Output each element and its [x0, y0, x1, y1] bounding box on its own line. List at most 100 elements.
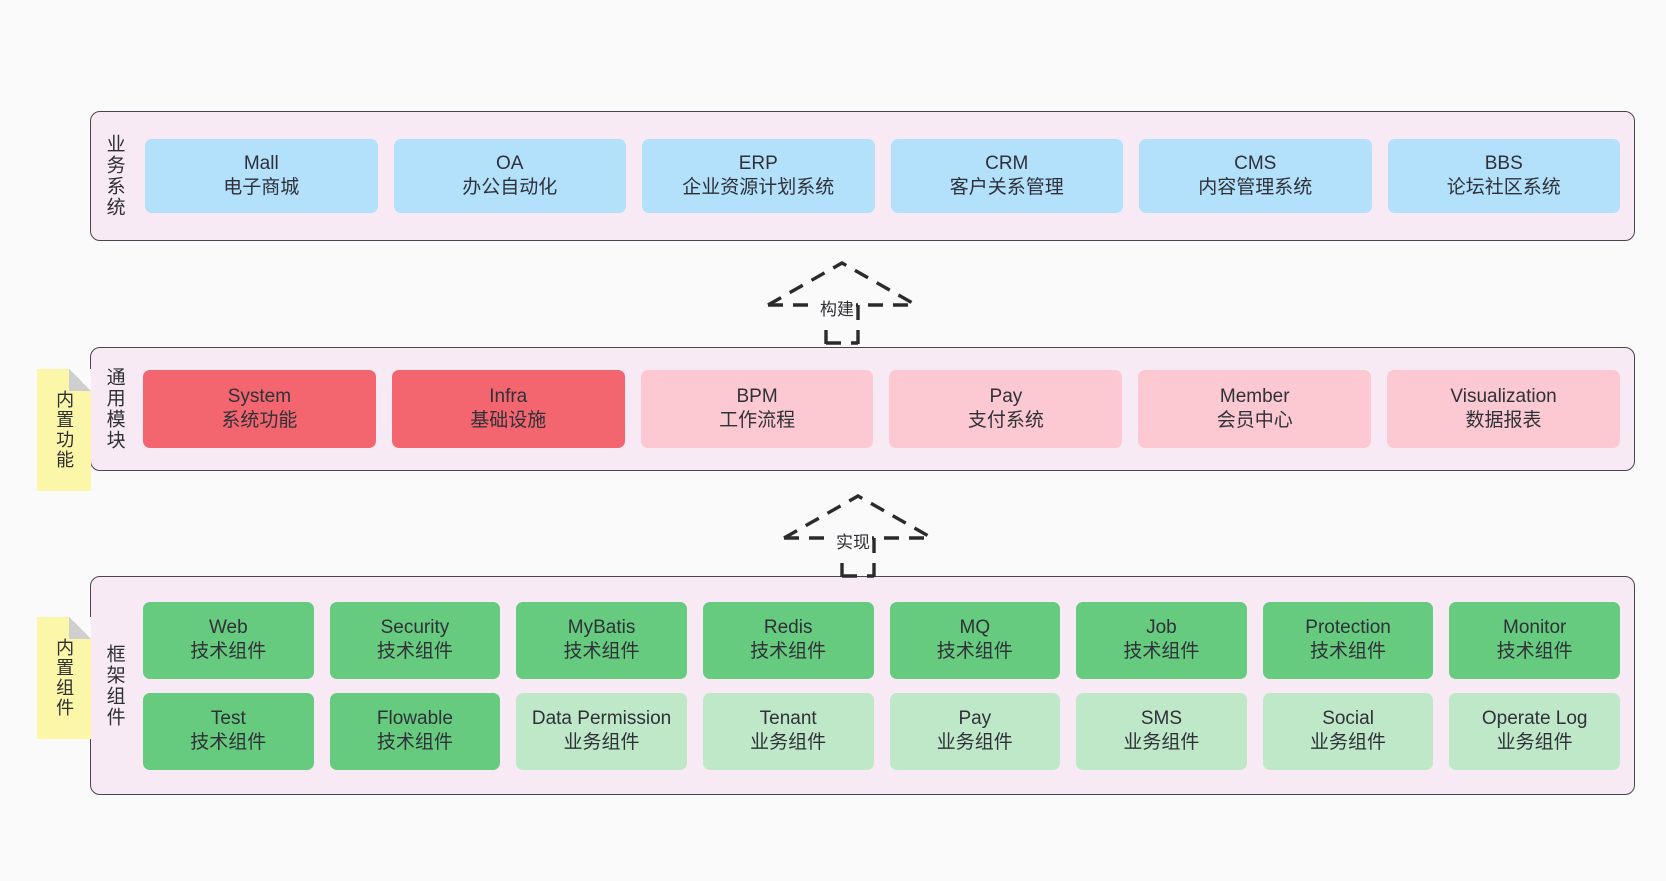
cell-subtitle: 技术组件: [376, 732, 453, 753]
cell-title: Infra: [489, 386, 528, 408]
layer-body-framework: Web 技术组件 Security 技术组件 MyBatis 技术组件 Redi…: [137, 577, 1634, 794]
layer-framework-components: 框架组件 Web 技术组件 Security 技术组件 MyBatis 技术组件…: [90, 576, 1635, 795]
cell-title: Visualization: [1450, 386, 1557, 408]
cell-title: Web: [208, 617, 248, 639]
component-cell-pay[interactable]: Pay 业务组件: [889, 692, 1061, 770]
cell-subtitle: 内容管理系统: [1198, 177, 1313, 198]
component-cell-redis[interactable]: Redis 技术组件: [702, 601, 874, 679]
cell-title: Flowable: [376, 708, 453, 730]
cell-title: CMS: [1234, 153, 1277, 175]
component-cell-data-permission[interactable]: Data Permission 业务组件: [516, 692, 687, 770]
layer-common-modules: 通用模块 System 系统功能 Infra 基础设施 BPM 工作流程 Pay…: [90, 347, 1635, 471]
component-cell-flowable[interactable]: Flowable 技术组件: [329, 692, 501, 770]
cell-title: MyBatis: [567, 617, 636, 639]
cell-subtitle: 企业资源计划系统: [682, 177, 835, 198]
cell-subtitle: 技术组件: [936, 641, 1013, 662]
cell-title: MQ: [959, 617, 991, 639]
cell-subtitle: 电子商城: [223, 177, 300, 198]
business-cell-crm[interactable]: CRM 客户关系管理: [890, 139, 1123, 213]
cell-subtitle: 技术组件: [190, 732, 267, 753]
cell-title: Member: [1219, 386, 1290, 408]
layer-body-business: Mall 电子商城 OA 办公自动化 ERP 企业资源计划系统 CRM 客户关系…: [137, 112, 1634, 240]
cell-subtitle: 技术组件: [1310, 641, 1387, 662]
cell-subtitle: 业务组件: [936, 732, 1013, 753]
layer-title-framework: 框架组件: [103, 643, 125, 728]
cell-subtitle: 技术组件: [563, 641, 640, 662]
layer-business-systems: 业务系统 Mall 电子商城 OA 办公自动化 ERP 企业资源计划系统 CRM…: [90, 111, 1635, 241]
component-cell-test[interactable]: Test 技术组件: [143, 692, 314, 770]
cell-title: Tenant: [759, 708, 817, 730]
note-builtin-functions: 内置功能: [37, 369, 91, 491]
business-cell-oa[interactable]: OA 办公自动化: [393, 139, 626, 213]
cell-subtitle: 业务组件: [1496, 732, 1573, 753]
module-cell-infra[interactable]: Infra 基础设施: [391, 370, 625, 448]
connector-implement: 实现: [768, 492, 948, 578]
module-cell-member[interactable]: Member 会员中心: [1138, 370, 1372, 448]
cell-title: System: [227, 386, 292, 408]
cell-subtitle: 工作流程: [719, 410, 796, 431]
module-cell-system[interactable]: System 系统功能: [143, 370, 376, 448]
cell-subtitle: 论坛社区系统: [1446, 177, 1561, 198]
cell-subtitle: 数据报表: [1465, 410, 1542, 431]
cell-subtitle: 系统功能: [221, 410, 298, 431]
cell-title: Security: [380, 617, 450, 639]
cell-title: Pay: [958, 708, 992, 730]
framework-row-business: Test 技术组件 Flowable 技术组件 Data Permission …: [143, 692, 1620, 770]
layer-title-common: 通用模块: [103, 367, 125, 451]
cell-title: SMS: [1140, 708, 1183, 730]
cell-title: Mall: [243, 153, 279, 175]
module-cell-bpm[interactable]: BPM 工作流程: [640, 370, 874, 448]
layer-title-business: 业务系统: [103, 134, 125, 218]
component-cell-protection[interactable]: Protection 技术组件: [1262, 601, 1434, 679]
cell-subtitle: 会员中心: [1216, 410, 1293, 431]
cell-title: Operate Log: [1481, 708, 1588, 730]
cell-title: Monitor: [1503, 617, 1567, 639]
cell-subtitle: 客户关系管理: [949, 177, 1064, 198]
note-builtin-components: 内置组件: [37, 617, 91, 739]
cell-title: Data Permission: [531, 708, 672, 730]
cell-title: OA: [496, 153, 524, 175]
cell-subtitle: 业务组件: [1123, 732, 1200, 753]
cell-title: Protection: [1305, 617, 1391, 639]
module-cell-visualization[interactable]: Visualization 数据报表: [1387, 370, 1620, 448]
cell-title: CRM: [985, 153, 1029, 175]
connector-build: 构建: [752, 259, 932, 345]
cell-title: Pay: [989, 386, 1023, 408]
note-label: 内置功能: [54, 390, 75, 470]
cell-subtitle: 业务组件: [750, 732, 827, 753]
cell-subtitle: 技术组件: [376, 641, 453, 662]
common-row: System 系统功能 Infra 基础设施 BPM 工作流程 Pay 支付系统…: [143, 370, 1620, 448]
business-cell-bbs[interactable]: BBS 论坛社区系统: [1387, 139, 1620, 213]
component-cell-operate-log[interactable]: Operate Log 业务组件: [1449, 692, 1620, 770]
business-cell-mall[interactable]: Mall 电子商城: [145, 139, 378, 213]
cell-title: Test: [210, 708, 246, 730]
component-cell-sms[interactable]: SMS 业务组件: [1076, 692, 1247, 770]
cell-subtitle: 业务组件: [1310, 732, 1387, 753]
component-cell-job[interactable]: Job 技术组件: [1076, 601, 1247, 679]
cell-subtitle: 技术组件: [1496, 641, 1573, 662]
cell-title: BPM: [736, 386, 778, 408]
cell-subtitle: 业务组件: [563, 732, 640, 753]
component-cell-mybatis[interactable]: MyBatis 技术组件: [516, 601, 687, 679]
layer-body-common: System 系统功能 Infra 基础设施 BPM 工作流程 Pay 支付系统…: [137, 348, 1634, 470]
component-cell-security[interactable]: Security 技术组件: [329, 601, 501, 679]
business-row: Mall 电子商城 OA 办公自动化 ERP 企业资源计划系统 CRM 客户关系…: [145, 139, 1620, 213]
cell-title: Job: [1146, 617, 1177, 639]
business-cell-cms[interactable]: CMS 内容管理系统: [1139, 139, 1372, 213]
component-cell-web[interactable]: Web 技术组件: [143, 601, 314, 679]
cell-title: BBS: [1484, 153, 1523, 175]
component-cell-monitor[interactable]: Monitor 技术组件: [1449, 601, 1620, 679]
connector-label-implement: 实现: [834, 528, 872, 553]
business-cell-erp[interactable]: ERP 企业资源计划系统: [642, 139, 875, 213]
cell-subtitle: 支付系统: [967, 410, 1044, 431]
note-label: 内置组件: [54, 638, 75, 718]
component-cell-social[interactable]: Social 业务组件: [1262, 692, 1434, 770]
cell-subtitle: 办公自动化: [462, 177, 558, 198]
component-cell-tenant[interactable]: Tenant 业务组件: [702, 692, 874, 770]
cell-title: ERP: [738, 153, 778, 175]
cell-subtitle: 技术组件: [190, 641, 267, 662]
component-cell-mq[interactable]: MQ 技术组件: [889, 601, 1061, 679]
cell-title: Redis: [763, 617, 813, 639]
module-cell-pay[interactable]: Pay 支付系统: [889, 370, 1123, 448]
